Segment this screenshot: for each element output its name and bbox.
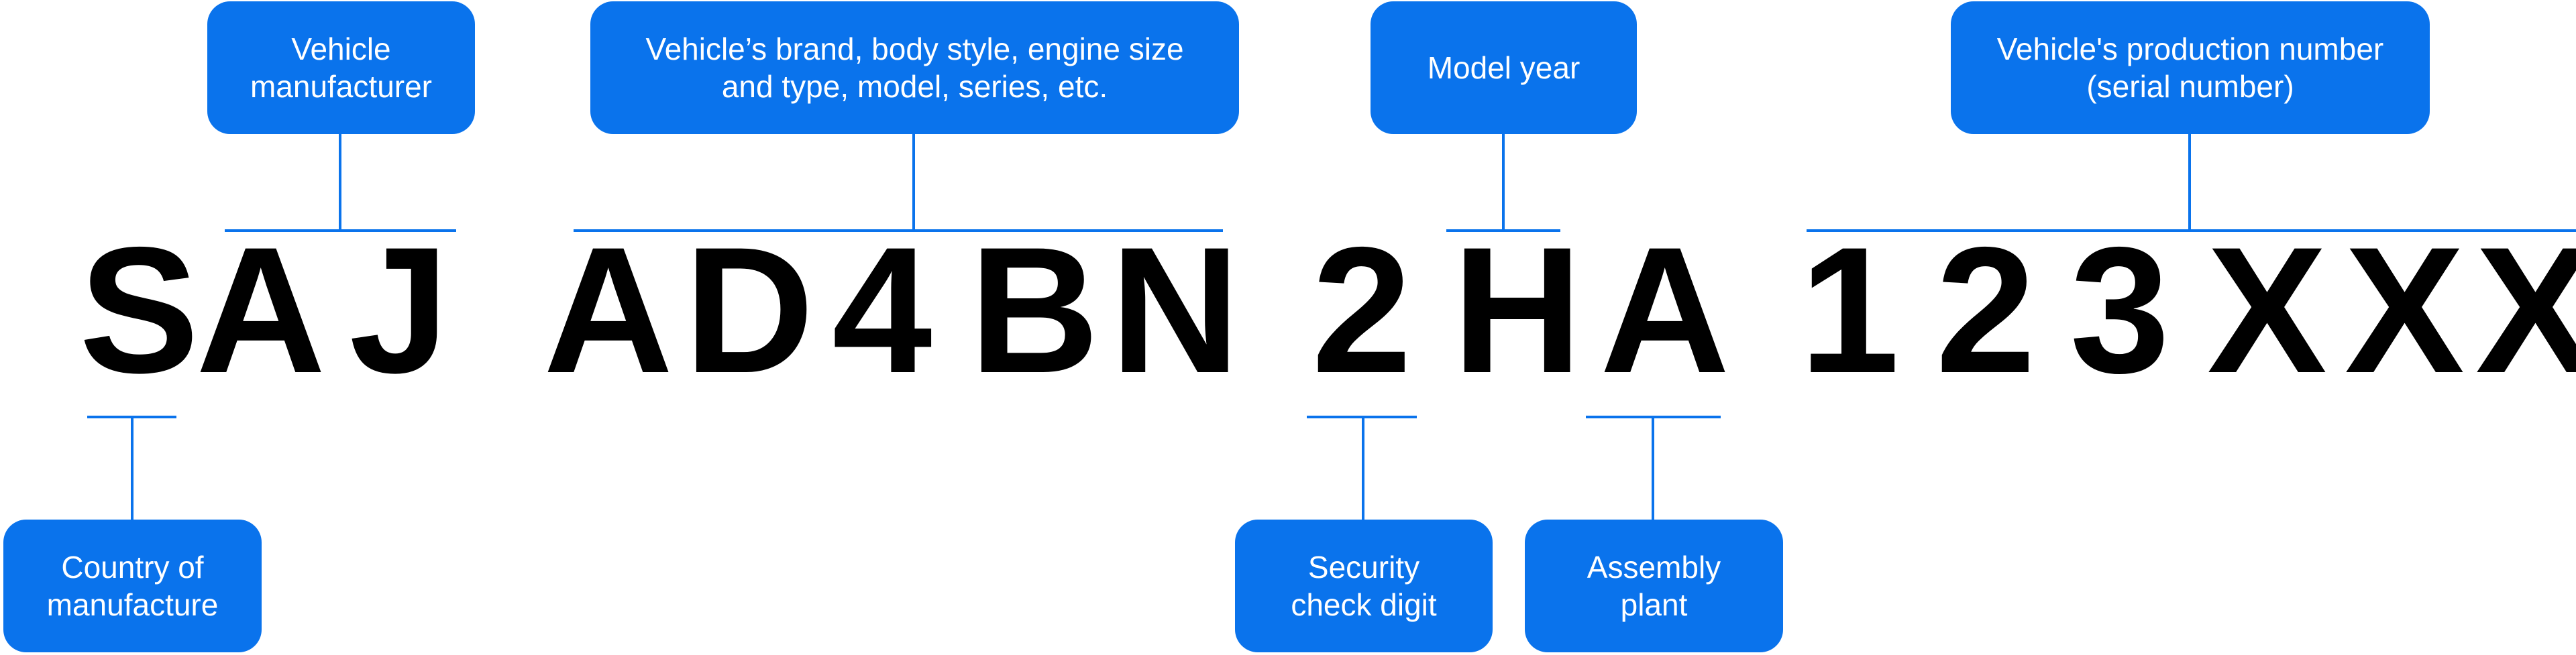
label-country-of-manufacture-text: Country of manufacture: [46, 550, 219, 622]
vin-char-2: A: [196, 209, 326, 410]
label-assembly-plant: Assembly plant: [1525, 520, 1783, 652]
label-security-check-digit-text: Security check digit: [1291, 550, 1437, 622]
vin-char-9: 2: [1311, 209, 1412, 410]
connector-model-year: [1502, 134, 1505, 229]
connector-check-digit: [1362, 417, 1364, 520]
bracket-descriptor: [574, 229, 1223, 232]
label-assembly-plant-text: Assembly plant: [1587, 550, 1721, 622]
vin-char-11: A: [1600, 209, 1730, 410]
vin-char-4: A: [543, 209, 674, 410]
label-security-check-digit: Security check digit: [1235, 520, 1493, 652]
vin-char-16: X: [2345, 209, 2465, 410]
label-model-year: Model year: [1371, 1, 1637, 134]
label-country-of-manufacture: Country of manufacture: [3, 520, 262, 652]
vin-char-5: D: [684, 209, 814, 410]
vin-char-6: 4: [832, 209, 932, 410]
connector-country: [131, 417, 133, 520]
vin-char-13: 2: [1935, 209, 2036, 410]
bracket-model-year: [1446, 229, 1560, 232]
label-vehicle-manufacturer: Vehicle manufacturer: [207, 1, 475, 134]
vin-char-10: H: [1452, 209, 1582, 410]
connector-plant: [1652, 417, 1654, 520]
vin-char-17: X: [2475, 209, 2576, 410]
vin-char-3: J: [349, 209, 449, 410]
bracket-serial: [1807, 229, 2576, 232]
vin-char-14: 3: [2070, 209, 2170, 410]
label-vehicle-descriptor: Vehicle’s brand, body style, engine size…: [590, 1, 1239, 134]
connector-descriptor: [912, 134, 915, 229]
vin-char-15: X: [2207, 209, 2327, 410]
label-serial-number: Vehicle's production number (serial numb…: [1951, 1, 2430, 134]
label-vehicle-descriptor-text: Vehicle’s brand, body style, engine size…: [645, 32, 1184, 104]
label-model-year-text: Model year: [1427, 50, 1580, 85]
bracket-manufacturer: [225, 229, 456, 232]
label-vehicle-manufacturer-text: Vehicle manufacturer: [250, 32, 432, 104]
connector-manufacturer: [339, 134, 341, 229]
vin-char-7: B: [969, 209, 1099, 410]
vin-char-12: 1: [1799, 209, 1900, 410]
vin-char-8: N: [1110, 209, 1240, 410]
connector-serial: [2188, 134, 2191, 229]
vin-char-1: S: [79, 209, 199, 410]
label-serial-number-text: Vehicle's production number (serial numb…: [1996, 32, 2384, 104]
